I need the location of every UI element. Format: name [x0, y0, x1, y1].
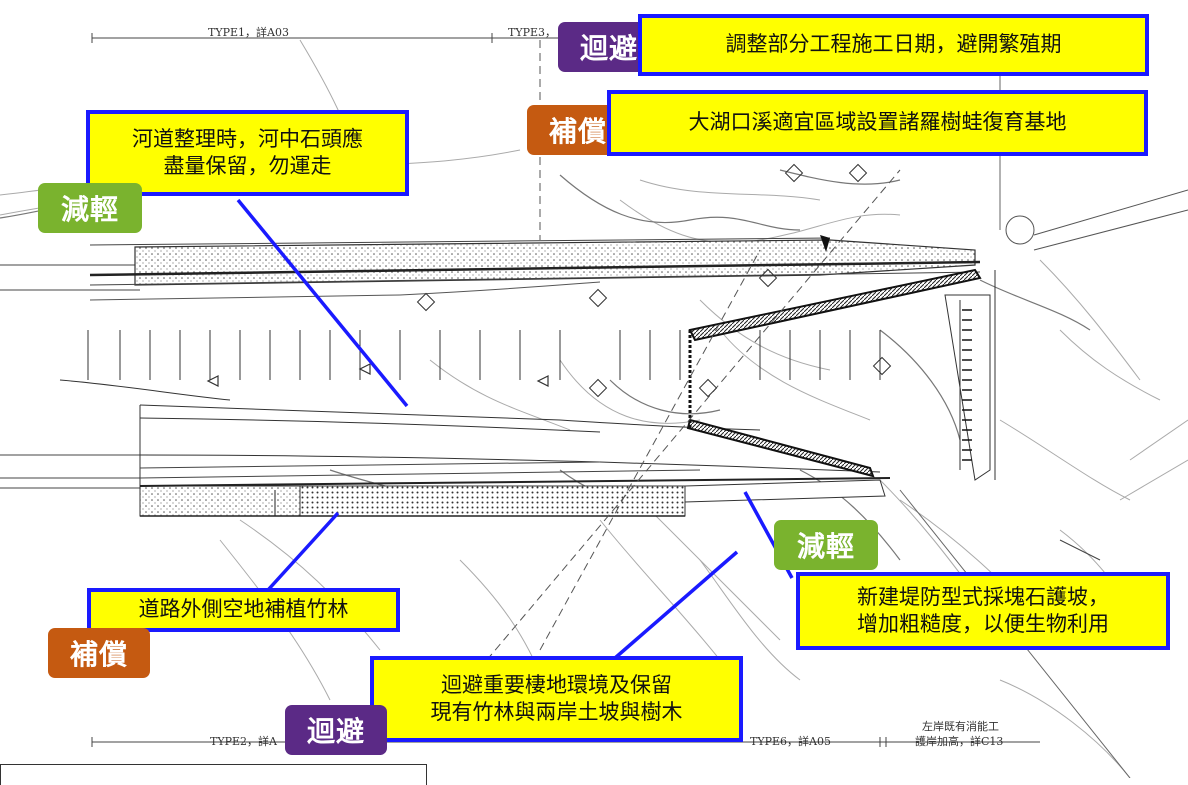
dimension-label-type2: TYPE2，詳A — [210, 735, 277, 748]
road-strips — [0, 264, 140, 489]
dimension-label-type1: TYPE1，詳A03 — [208, 26, 289, 39]
compensate-tag-bottom: 補償 — [48, 628, 150, 678]
lower-embankment-dense — [299, 485, 686, 517]
survey-lines — [469, 40, 901, 681]
top-dimension-line — [91, 33, 620, 43]
callout-schedule: 調整部分工程施工日期，避開繁殖期 — [638, 14, 1149, 76]
callout-habitat-line2: 現有竹林與兩岸土坡與樹木 — [430, 700, 683, 724]
callout-habitat: 迴避重要棲地環境及保留 現有竹林與兩岸土坡與樹木 — [370, 656, 743, 742]
river-channel — [59, 379, 881, 488]
dimension-label-left-bank-2: 護岸加高，詳C13 — [915, 735, 1004, 748]
dimension-label-type3: TYPE3， — [508, 26, 557, 39]
callout-embankment: 新建堤防型式採塊石護坡， 增加粗糙度，以便生物利用 — [796, 572, 1170, 650]
mitigate-tag-right: 減輕 — [774, 520, 878, 570]
callout-habitat-line1: 迴避重要棲地環境及保留 — [441, 672, 672, 697]
bottom-dimension-line — [91, 737, 1040, 747]
callout-river-stones-line1: 河道整理時，河中石頭應 — [132, 126, 363, 151]
dimension-label-left-bank-1: 左岸既有消能工 — [922, 720, 999, 733]
right-structure — [944, 270, 996, 481]
callout-embankment-line2: 增加粗糙度，以便生物利用 — [857, 612, 1109, 636]
callout-embankment-line1: 新建堤防型式採塊石護坡， — [857, 584, 1109, 609]
callout-river-stones: 河道整理時，河中石頭應 盡量保留，勿運走 — [86, 110, 409, 196]
flow-arrows — [206, 363, 549, 387]
legend-box-edge — [0, 764, 427, 785]
station-ticks — [87, 330, 881, 380]
callout-frog-base: 大湖口溪適宜區域設置諸羅樹蛙復育基地 — [607, 90, 1148, 156]
avoid-tag-bottom: 迴避 — [285, 705, 387, 755]
callout-river-stones-line2: 盡量保留，勿運走 — [163, 154, 332, 178]
mitigate-tag-left: 減輕 — [38, 183, 142, 233]
diamond-markers — [416, 163, 892, 398]
lower-embankment-hatch — [139, 485, 301, 517]
callout-bamboo: 道路外側空地補植竹林 — [87, 588, 400, 632]
right-structure-ticks — [962, 309, 972, 461]
new-levee-revetment — [686, 268, 982, 478]
dimension-label-type6: TYPE6，詳A05 — [750, 735, 831, 748]
